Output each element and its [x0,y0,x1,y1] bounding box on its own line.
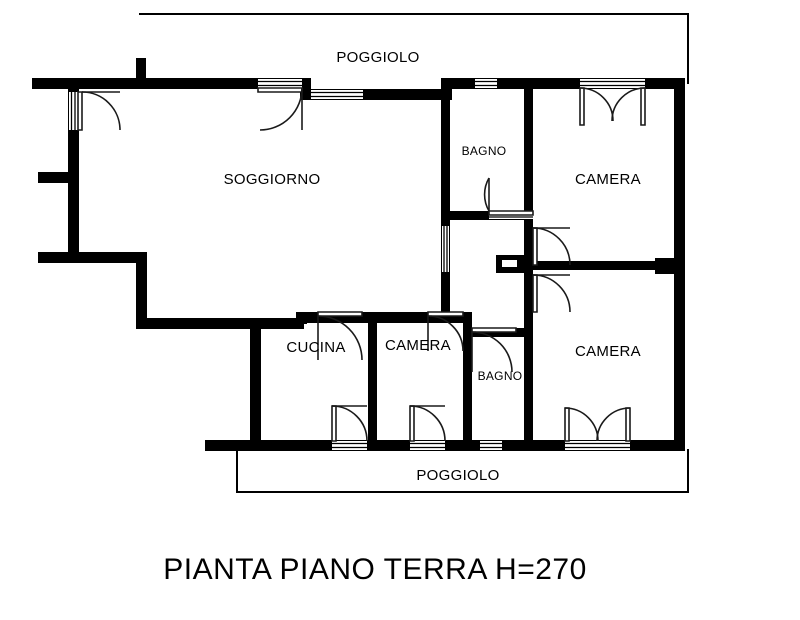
door-cucina-balcony [331,405,368,442]
room-label-camera-bottom-right: CAMERA [575,343,641,360]
room-label-cucina: CUCINA [286,339,345,356]
room-label-bagno-bottom: BAGNO [478,369,523,383]
doors [77,87,646,442]
door-cucina [317,311,363,361]
room-label-camera-top-right: CAMERA [575,171,641,188]
room-label-camera-middle: CAMERA [385,337,451,354]
room-label-poggiolo-bottom: POGGIOLO [416,467,499,484]
door-camera-bottom-right-interior [532,274,571,313]
door-bagno-bottom [471,327,517,373]
door-camera-top-right-interior [532,227,571,266]
poggiolo-top-outline [139,13,689,84]
door-camera-middle [427,311,464,352]
room-label-soggiorno: SOGGIORNO [224,171,321,188]
poggiolo-bottom-outline [236,448,689,493]
room-label-bagno-top: BAGNO [462,144,507,158]
walls [32,58,685,451]
door-entrance [77,91,121,131]
door-camera-top-right-french [579,87,646,126]
door-camera-bottom-right-balcony [564,407,631,442]
page-title: PIANTA PIANO TERRA H=270 [163,553,587,586]
door-soggiorno-top [257,87,303,131]
door-bagno-top [483,177,534,216]
door-camera-middle-balcony [409,405,446,442]
room-labels: POGGIOLO SOGGIORNO BAGNO CAMERA CUCINA C… [224,49,641,484]
room-label-poggiolo-top: POGGIOLO [336,49,419,66]
